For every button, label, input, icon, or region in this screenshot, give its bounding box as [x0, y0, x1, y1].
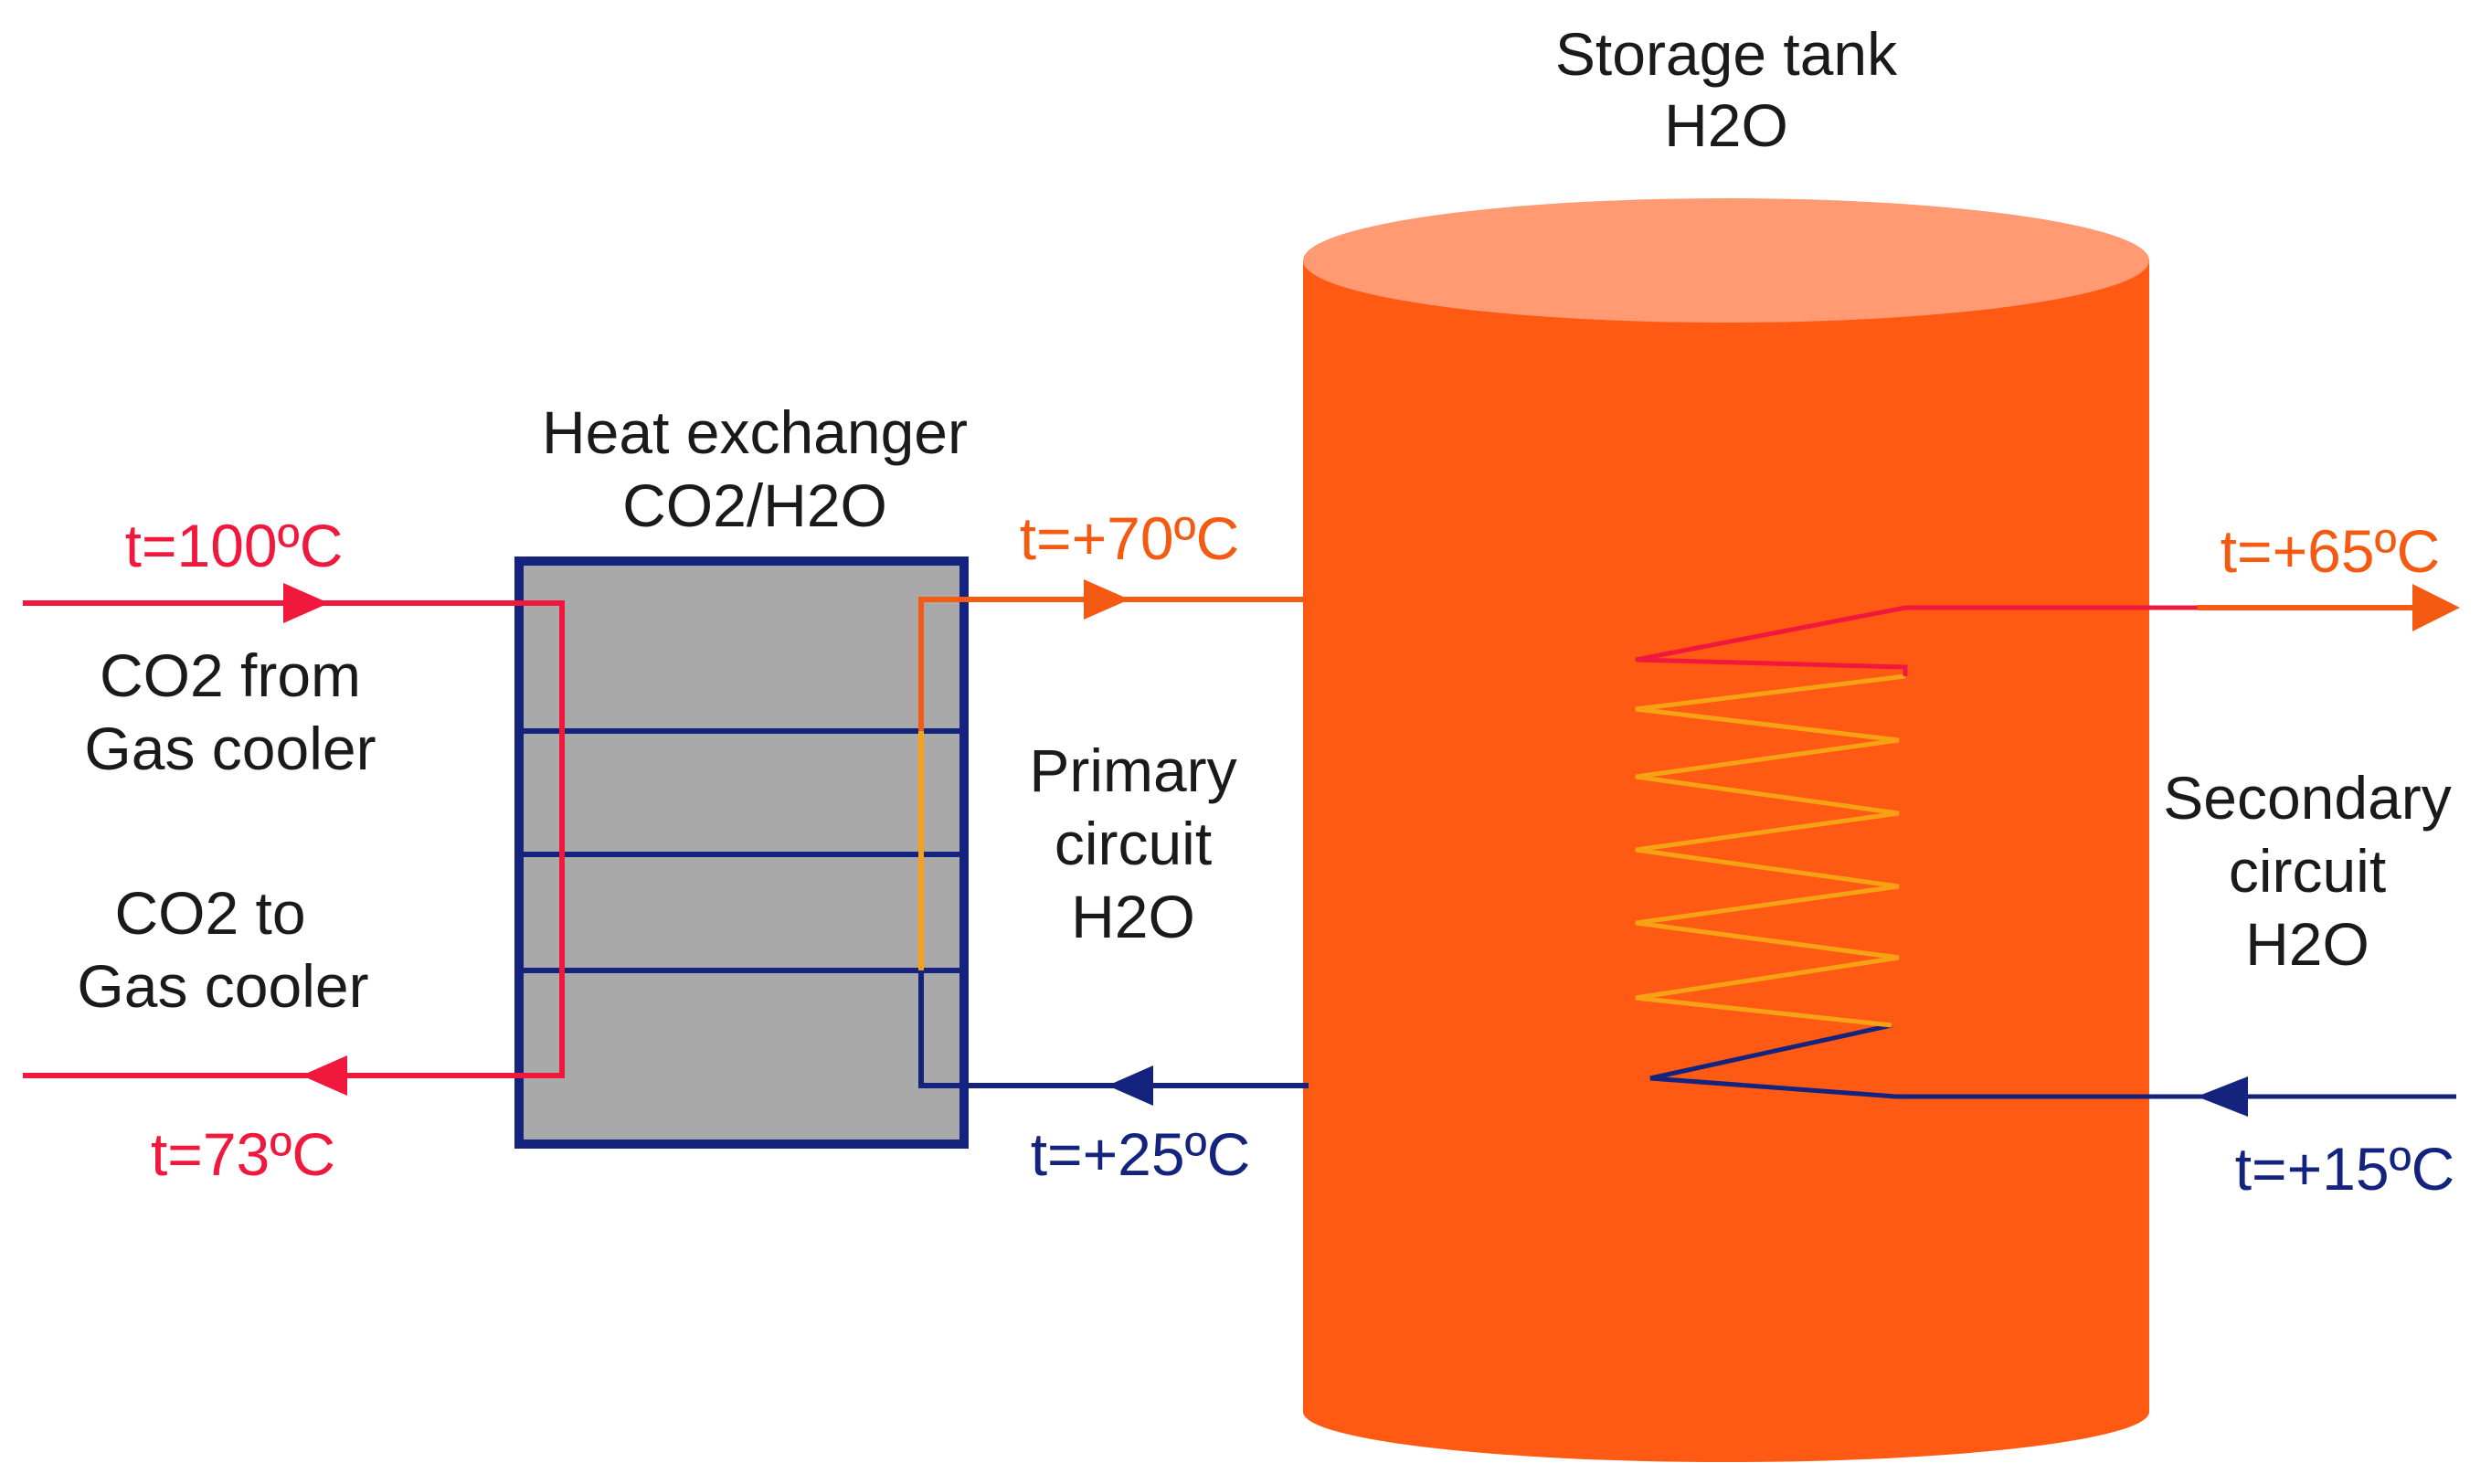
coil-hot-outlet: [1635, 605, 2198, 676]
primary-circuit-label: Primary: [1029, 737, 1236, 804]
co2-outlet-label: Gas cooler: [77, 952, 368, 1020]
heat-exchanger: [514, 556, 969, 1149]
labels: Storage tank H2O Heat exchanger CO2/H2O …: [77, 20, 2454, 1203]
primary-cold-arrow: [1108, 1065, 1153, 1106]
storage-tank: [1303, 198, 2149, 1462]
secondary-hot-arrow: [2412, 584, 2460, 631]
secondary-hot-temp: t=+65ºC: [2221, 517, 2441, 585]
co2-outlet-label: CO2 to: [114, 879, 305, 947]
co2-inlet-label: Gas cooler: [84, 715, 376, 782]
co2-circuit: [23, 583, 565, 1096]
storage-tank-medium: H2O: [1664, 91, 1788, 159]
primary-circuit-label: H2O: [1071, 883, 1195, 950]
co2-inlet-temp: t=100ºC: [125, 512, 344, 579]
primary-cold-pipe: [918, 970, 1309, 1088]
co2-outlet-arrow: [302, 1055, 347, 1096]
heat-exchanger-title: Heat exchanger: [542, 398, 968, 466]
co2-inlet-arrow: [283, 583, 329, 623]
secondary-circuit-label: circuit: [2229, 837, 2386, 905]
secondary-cold-arrow: [2197, 1076, 2248, 1117]
secondary-circuit: [1635, 584, 2460, 1117]
primary-circuit: [918, 579, 1309, 1106]
secondary-circuit-label: H2O: [2245, 910, 2369, 978]
tank-top: [1303, 198, 2149, 323]
secondary-cold-temp: t=+15ºC: [2235, 1135, 2455, 1203]
primary-cold-temp: t=+25ºC: [1031, 1120, 1251, 1188]
co2-outlet-temp: t=73ºC: [151, 1120, 335, 1188]
secondary-circuit-label: Secondary: [2163, 764, 2452, 832]
primary-circuit-label: circuit: [1055, 810, 1212, 877]
primary-hot-arrow: [1084, 579, 1129, 620]
storage-tank-title: Storage tank: [1555, 20, 1898, 88]
primary-hot-temp: t=+70ºC: [1020, 504, 1240, 572]
heat-exchanger-media: CO2/H2O: [622, 472, 887, 539]
coil-cold-return: [1649, 1023, 2456, 1099]
coil-orange-zigzag: [1635, 673, 1906, 1028]
co2-inlet-label: CO2 from: [100, 641, 361, 709]
